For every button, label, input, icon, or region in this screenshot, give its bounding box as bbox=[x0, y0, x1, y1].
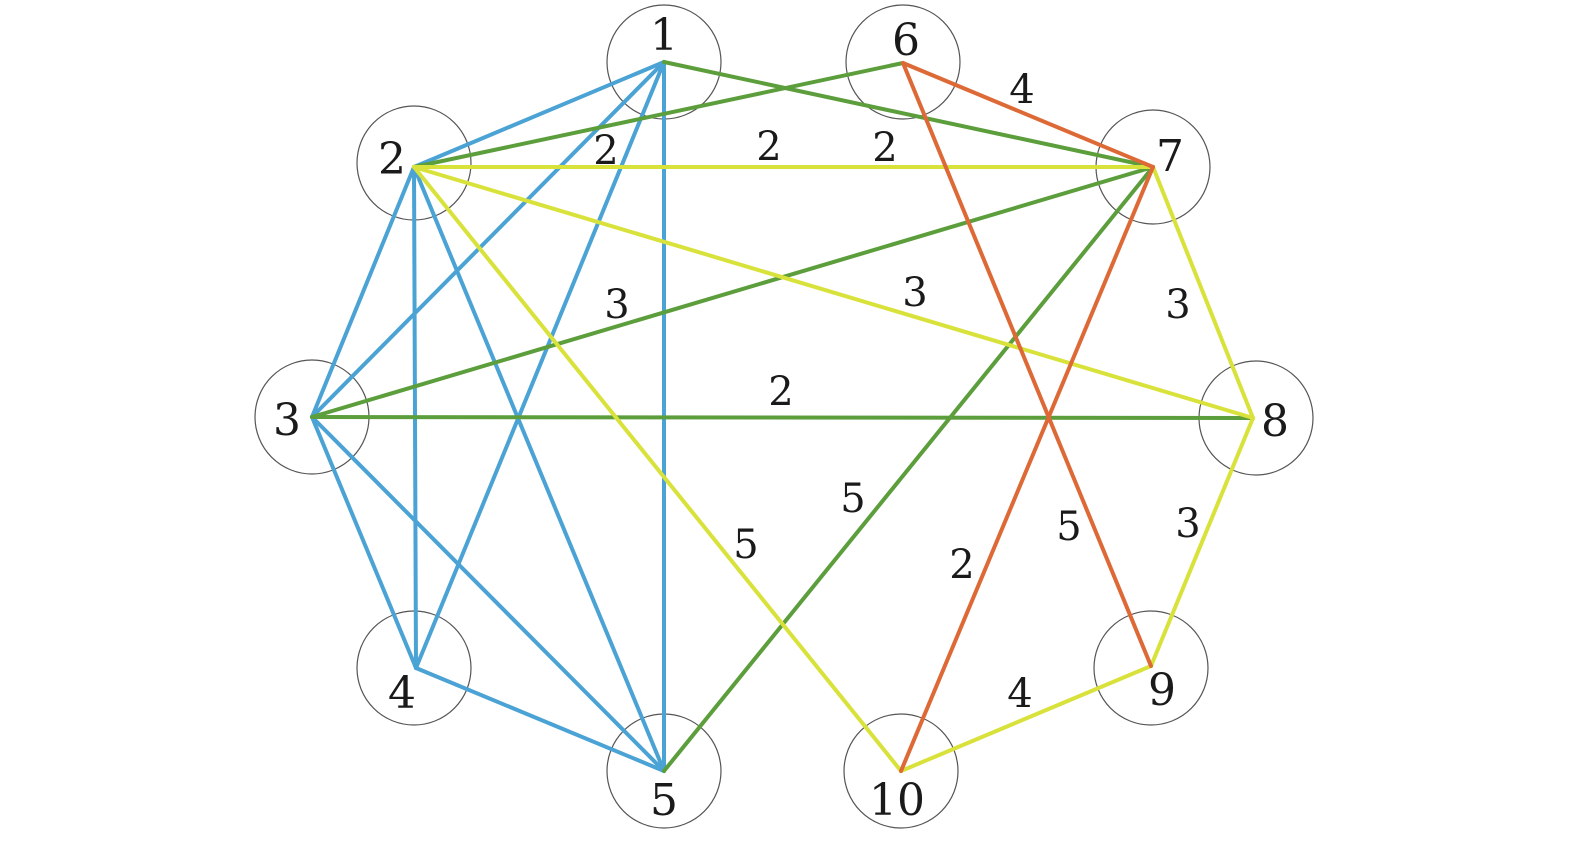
node-2-label: 2 bbox=[378, 134, 406, 185]
edge-2-8-weight: 3 bbox=[902, 270, 927, 316]
edge-5-7 bbox=[662, 165, 1155, 773]
edge-4-5 bbox=[414, 666, 666, 773]
edge-3-7-weight: 3 bbox=[604, 282, 629, 328]
node-6-label: 6 bbox=[892, 15, 920, 66]
node-5-label: 5 bbox=[650, 775, 678, 826]
edge-3-7 bbox=[310, 165, 1155, 419]
node-4-label: 4 bbox=[388, 668, 416, 719]
edge-1-2 bbox=[412, 60, 666, 169]
node-10-label: 10 bbox=[869, 775, 925, 826]
edge-7-8-weight: 3 bbox=[1165, 282, 1190, 328]
edge-1-4 bbox=[414, 60, 666, 670]
edge-1-7 bbox=[662, 60, 1155, 169]
edge-2-8 bbox=[412, 165, 1255, 420]
node-labels: 1 2 3 4 5 6 7 8 9 10 bbox=[273, 10, 1289, 826]
node-9-label: 9 bbox=[1148, 665, 1176, 716]
edge-2-7-weight: 2 bbox=[756, 124, 781, 170]
edge-7-10-weight: 2 bbox=[949, 542, 974, 588]
edge-3-8-weight: 2 bbox=[768, 369, 793, 415]
node-1-label: 1 bbox=[650, 10, 678, 61]
node-3-label: 3 bbox=[273, 395, 301, 446]
edge-2-10 bbox=[412, 165, 903, 773]
node-9-circle bbox=[1093, 610, 1209, 726]
node-7-label: 7 bbox=[1156, 131, 1184, 182]
edge-2-6-weight: 2 bbox=[872, 125, 897, 171]
edge-1-3 bbox=[310, 60, 666, 419]
edge-6-7-weight: 4 bbox=[1009, 67, 1034, 113]
edge-weight-labels: 2 2 3 2 5 2 3 5 3 3 4 4 5 2 bbox=[593, 67, 1200, 717]
graph-edges bbox=[310, 60, 1255, 773]
edge-2-6 bbox=[412, 61, 905, 169]
edge-9-10-weight: 4 bbox=[1007, 671, 1032, 717]
node-8-label: 8 bbox=[1261, 396, 1289, 447]
edge-5-7-weight: 5 bbox=[840, 476, 865, 522]
edge-2-10-weight: 5 bbox=[733, 522, 758, 568]
edge-6-9-weight: 5 bbox=[1056, 504, 1081, 550]
edge-6-7 bbox=[901, 61, 1155, 169]
edge-3-8 bbox=[310, 415, 1255, 420]
edge-3-4 bbox=[310, 415, 418, 670]
node-6-circle bbox=[845, 4, 961, 120]
edge-3-5 bbox=[310, 415, 666, 773]
edge-7-10 bbox=[899, 165, 1155, 773]
edge-2-5 bbox=[412, 165, 666, 773]
edge-2-3 bbox=[310, 165, 416, 419]
edge-9-10 bbox=[899, 664, 1153, 773]
edge-6-9 bbox=[901, 61, 1153, 668]
edge-7-8 bbox=[1151, 165, 1255, 420]
edge-8-9 bbox=[1149, 416, 1255, 668]
node-circles bbox=[254, 4, 1314, 829]
node-10-circle bbox=[843, 713, 959, 829]
edge-8-9-weight: 3 bbox=[1175, 501, 1200, 547]
edge-1-7-weight: 2 bbox=[593, 128, 618, 174]
